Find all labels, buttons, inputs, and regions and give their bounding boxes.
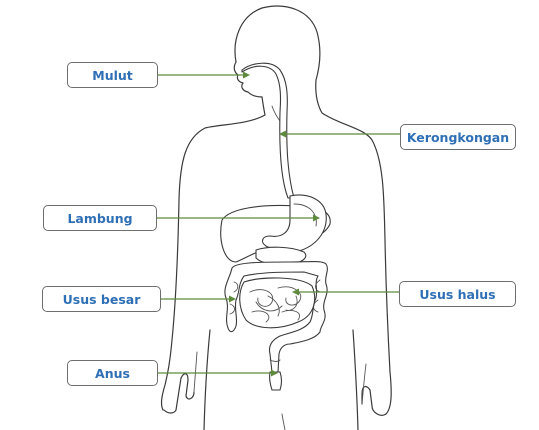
- arrow-tip-kerongkongan: [279, 130, 286, 138]
- label-lambung: Lambung: [43, 205, 157, 231]
- label-anus: Anus: [67, 360, 158, 386]
- arrow-tip-lambung: [313, 214, 320, 222]
- label-kerongkongan: Kerongkongan: [400, 124, 516, 150]
- label-mulut: Mulut: [67, 62, 158, 88]
- body-outline: [160, 5, 392, 430]
- arrow-tip-anus: [271, 369, 278, 377]
- label-usus-halus: Usus halus: [399, 281, 516, 307]
- arrow-tip-usus-halus: [292, 288, 299, 296]
- arrow-tip-mulut: [243, 71, 250, 79]
- large-intestine-organ: [224, 260, 328, 373]
- esophagus-organ: [241, 62, 295, 199]
- arrow-tip-usus-besar: [229, 295, 236, 303]
- small-intestine-organ: [239, 277, 316, 329]
- label-usus-besar: Usus besar: [42, 286, 161, 312]
- pointer-lines: [157, 71, 400, 377]
- rectum-organ: [269, 371, 283, 391]
